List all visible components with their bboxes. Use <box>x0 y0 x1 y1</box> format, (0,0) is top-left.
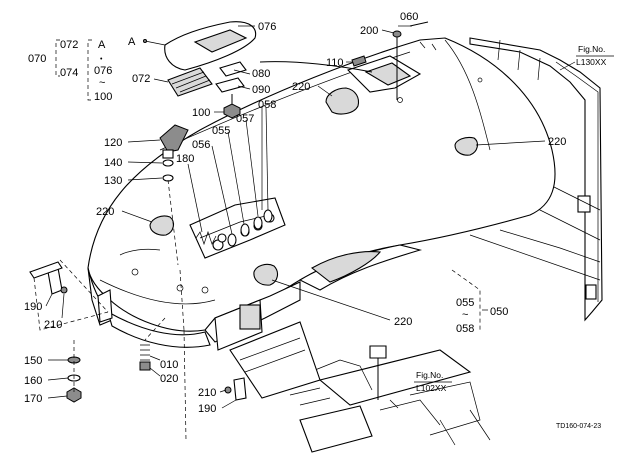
callout-200: 200 <box>360 25 378 37</box>
callout-140: 140 <box>104 157 122 169</box>
callout-057: 057 <box>236 113 254 125</box>
callout-190-left: 190 <box>24 301 42 313</box>
kit-inner-tilde: ~ <box>99 77 105 89</box>
hood-body <box>87 37 556 399</box>
fig-ref-2-line1: Fig.No. <box>416 370 443 380</box>
callout-010: 010 <box>160 359 178 371</box>
callout-210-left: 210 <box>44 319 62 331</box>
callout-130: 130 <box>104 175 122 187</box>
range-tilde: ~ <box>462 309 468 321</box>
fig-ref-1-line2: L130XX <box>576 57 607 67</box>
callout-072: 072 <box>132 73 150 85</box>
callout-110: 110 <box>326 57 344 69</box>
callout-060: 060 <box>400 11 418 23</box>
callout-150: 150 <box>24 355 42 367</box>
leader-lines <box>33 25 576 441</box>
callout-100: 100 <box>192 107 210 119</box>
callout-160: 160 <box>24 375 42 387</box>
frame-linework <box>289 37 603 453</box>
kit-inner-bottom-label: 100 <box>94 91 112 103</box>
kit-outer-label: 070 <box>28 53 46 65</box>
callout-120: 120 <box>104 137 122 149</box>
fig-ref-1-line1: Fig.No. <box>578 44 605 54</box>
callout-180: 180 <box>176 153 194 165</box>
kit-dot: • <box>100 56 103 63</box>
drawing-code: TD160-074-23 <box>556 423 601 430</box>
kit-inner-a-label: A <box>98 39 106 51</box>
callout-220-upper: 220 <box>292 81 310 93</box>
callout-220-left: 220 <box>96 206 114 218</box>
callout-080: 080 <box>252 68 270 80</box>
view-marker-a: A <box>128 36 136 48</box>
callout-220-lower: 220 <box>394 316 412 328</box>
callout-170: 170 <box>24 393 42 405</box>
range-to: 058 <box>456 323 474 335</box>
kit-bottom-label: 074 <box>60 67 78 79</box>
kit-top-label: 072 <box>60 39 78 51</box>
callout-labels: 070 072 074 A 076 ~ 100 • A 076 072 080 … <box>24 11 614 430</box>
callout-220-right: 220 <box>548 136 566 148</box>
callout-055: 055 <box>212 125 230 137</box>
kit-group-bracket <box>55 39 92 101</box>
fig-ref-2-line2: L102XX <box>416 383 447 393</box>
callout-020: 020 <box>160 373 178 385</box>
callout-076: 076 <box>258 21 276 33</box>
callout-190-lower: 190 <box>198 403 216 415</box>
kit-inner-top-label: 076 <box>94 65 112 77</box>
range-from: 055 <box>456 297 474 309</box>
callout-058: 058 <box>258 99 276 111</box>
callout-090: 090 <box>252 84 270 96</box>
part-shapes <box>29 21 479 403</box>
range-group: 050 <box>490 306 508 318</box>
callout-210-lower: 210 <box>198 387 216 399</box>
callout-056: 056 <box>192 139 210 151</box>
